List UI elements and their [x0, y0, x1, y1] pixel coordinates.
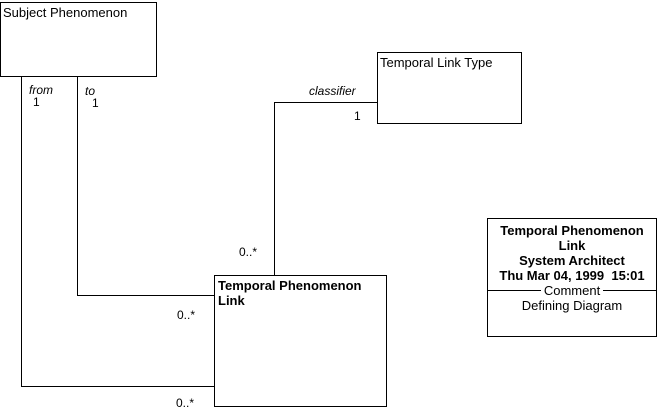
comment-divider: Comment: [488, 283, 657, 298]
association-from-source-multiplicity: 1: [33, 95, 40, 109]
association-classifier-vertical-segment[interactable]: [274, 102, 275, 275]
association-classifier-target-multiplicity: 0..*: [239, 245, 258, 259]
comment-divider-label: Comment: [543, 283, 601, 298]
comment-title-line1: Temporal Phenomenon: [500, 223, 644, 238]
association-from-vertical-segment[interactable]: [21, 77, 22, 387]
association-to-horizontal-segment[interactable]: [77, 295, 214, 296]
class-box-temporal-phenomenon-link[interactable]: Temporal Phenomenon Link: [214, 275, 387, 407]
association-to-vertical-segment[interactable]: [77, 77, 78, 296]
class-title-subject-phenomenon: Subject Phenomenon: [3, 5, 128, 20]
class-box-subject-phenomenon[interactable]: Subject Phenomenon: [0, 2, 157, 77]
comment-title-line2: Link: [558, 238, 586, 253]
class-title-temporal-phenomenon-link: Temporal Phenomenon Link: [218, 278, 362, 308]
association-classifier-role-label: classifier: [309, 84, 356, 98]
association-to-role-label: to: [85, 84, 96, 98]
comment-body: Defining Diagram: [521, 298, 623, 313]
association-from-horizontal-segment[interactable]: [21, 386, 214, 387]
association-classifier-source-multiplicity: 1: [354, 109, 361, 123]
association-from-target-multiplicity: 0..*: [176, 396, 195, 410]
class-box-temporal-link-type[interactable]: Temporal Link Type: [377, 52, 522, 124]
comment-divider-right-rule: [603, 290, 657, 291]
association-to-target-multiplicity: 0..*: [177, 308, 196, 322]
association-from-role-label: from: [29, 83, 53, 97]
association-classifier-horizontal-segment[interactable]: [274, 102, 377, 103]
comment-box[interactable]: Temporal Phenomenon Link System Architec…: [487, 218, 657, 337]
association-to-source-multiplicity: 1: [92, 96, 99, 110]
class-title-temporal-link-type: Temporal Link Type: [380, 55, 493, 70]
comment-author: System Architect: [519, 253, 625, 268]
comment-timestamp: Thu Mar 04, 1999 15:01: [499, 268, 645, 283]
comment-divider-left-rule: [488, 290, 541, 291]
